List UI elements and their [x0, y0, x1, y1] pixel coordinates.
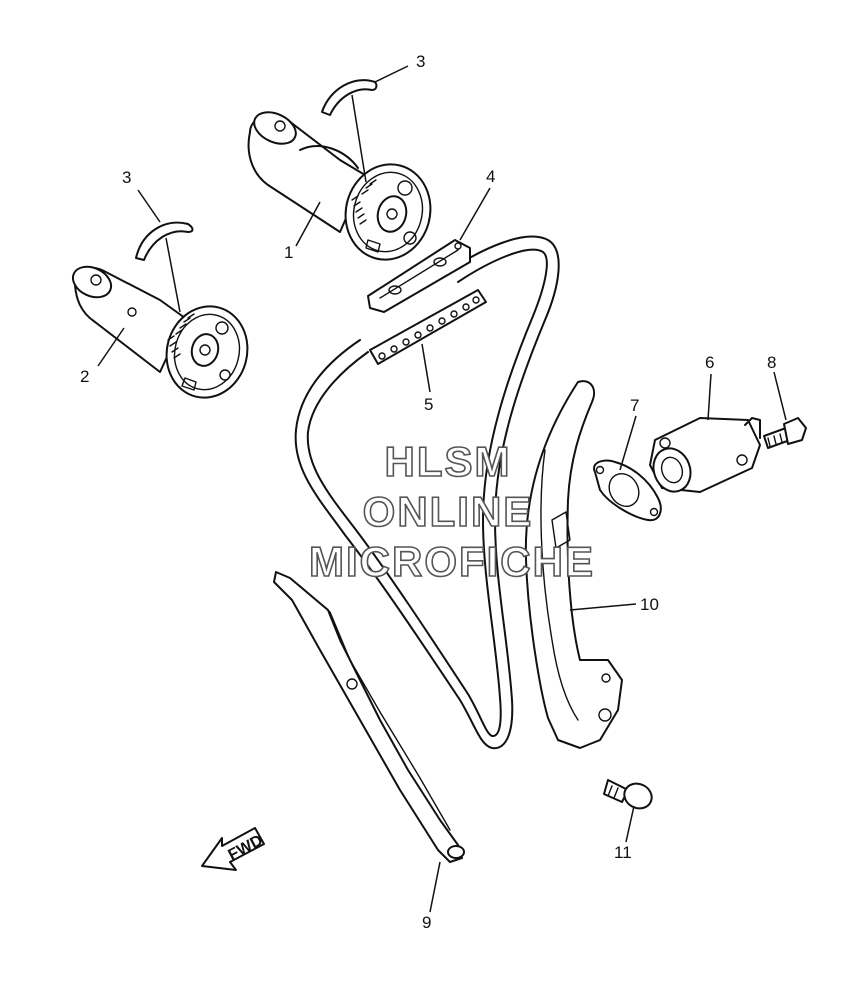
- fwd-arrow-icon: FWD: [201, 827, 266, 871]
- callout-10: 10: [640, 595, 659, 614]
- camshaft-upper: [247, 111, 432, 261]
- gear-teeth-lower: [167, 313, 195, 359]
- watermark-line-1: HLSM: [385, 438, 512, 485]
- watermark-line-2: ONLINE: [363, 488, 534, 535]
- chain-guide: [367, 239, 471, 313]
- callout-4: 4: [486, 167, 495, 186]
- callout-8: 8: [767, 353, 776, 372]
- cam-chain-tensioner: [649, 417, 761, 493]
- circlip-lower: [135, 221, 194, 261]
- leader-lines: [97, 65, 787, 913]
- circlip-upper: [321, 79, 378, 116]
- callout-5: 5: [424, 395, 433, 414]
- watermark: HLSM ONLINE MICROFICHE: [308, 437, 595, 586]
- callout-11: 11: [614, 843, 632, 862]
- callout-numbers: 1 2 3 3 4 5 6 7 8 9 10 11: [80, 52, 776, 932]
- tensioner-bolt: [763, 417, 807, 449]
- callout-2: 2: [80, 367, 89, 386]
- chain-link-section: [369, 289, 487, 365]
- tensioner-gasket: [593, 459, 662, 522]
- callout-6: 6: [705, 353, 714, 372]
- camshaft-lower: [71, 265, 249, 399]
- callout-9: 9: [422, 913, 431, 932]
- chain-guide-exhaust: [273, 571, 465, 863]
- timing-chain: [294, 235, 560, 750]
- callout-3-lower: 3: [122, 168, 131, 187]
- callout-1: 1: [284, 243, 293, 262]
- chain-guide-intake: [524, 380, 623, 749]
- watermark-line-3: MICROFICHE: [309, 538, 595, 585]
- callout-7: 7: [630, 396, 639, 415]
- gear-teeth-upper: [351, 179, 377, 225]
- guide-bolt: [603, 779, 653, 810]
- callout-3-upper: 3: [416, 52, 425, 71]
